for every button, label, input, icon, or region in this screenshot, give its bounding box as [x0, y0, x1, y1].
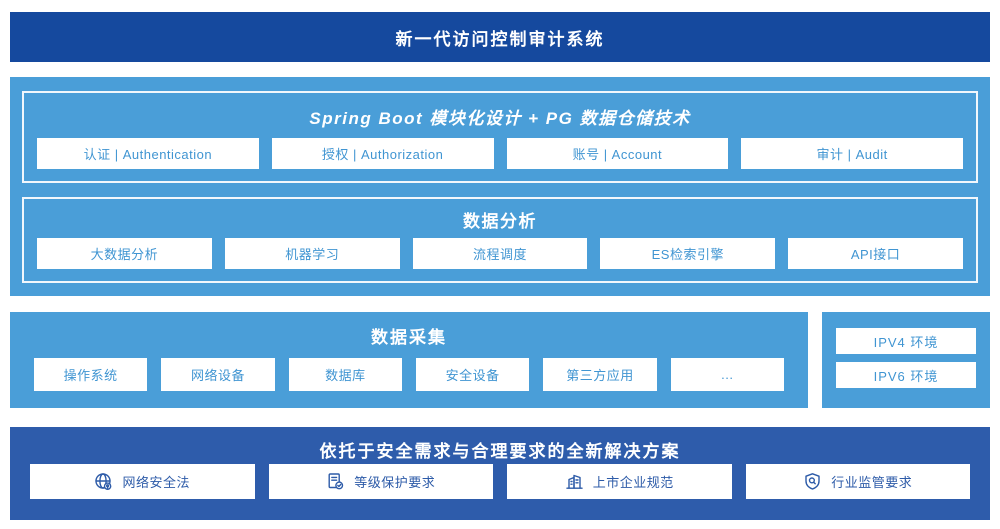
solution-item-label: 等级保护要求 — [354, 475, 436, 490]
system-title: 新一代访问控制审计系统 — [395, 29, 605, 49]
module-api-interface: API接口 — [788, 238, 963, 269]
solution-item-label: 网络安全法 — [122, 475, 190, 490]
data-collection-panel: 数据采集 操作系统 网络设备 数据库 安全设备 第三方应用 ... — [10, 312, 808, 408]
springboot-module-row: 认证 | Authentication 授权 | Authorization 账… — [24, 138, 976, 181]
data-analysis-module-row: 大数据分析 机器学习 流程调度 ES检索引擎 API接口 — [24, 238, 976, 281]
shield-magnifier-icon — [803, 472, 822, 491]
data-analysis-panel: 数据分析 大数据分析 机器学习 流程调度 ES检索引擎 API接口 — [22, 197, 978, 283]
globe-pin-icon — [94, 472, 113, 491]
ipv6-environment: IPV6 环境 — [836, 362, 976, 388]
system-title-banner: 新一代访问控制审计系统 — [10, 12, 990, 62]
solution-banner: 依托于安全需求与合理要求的全新解决方案 网络安全法 — [10, 427, 990, 520]
solution-industry-regulation: 行业监管要求 — [745, 464, 970, 499]
springboot-panel: Spring Boot 模块化设计 + PG 数据仓储技术 认证 | Authe… — [22, 91, 978, 184]
solution-listed-company-standard: 上市企业规范 — [507, 464, 732, 499]
solution-title: 依托于安全需求与合理要求的全新解决方案 — [319, 441, 681, 461]
collection-row: 数据采集 操作系统 网络设备 数据库 安全设备 第三方应用 ... IPV4 环… — [10, 312, 990, 408]
source-third-party-app: 第三方应用 — [543, 358, 657, 391]
module-audit: 审计 | Audit — [741, 138, 963, 170]
source-ellipsis: ... — [670, 358, 784, 391]
document-check-icon — [326, 472, 345, 491]
module-authorization: 授权 | Authorization — [271, 138, 494, 170]
source-database: 数据库 — [288, 358, 402, 391]
data-analysis-title: 数据分析 — [463, 212, 537, 232]
data-collection-title: 数据采集 — [371, 327, 447, 347]
module-authentication: 认证 | Authentication — [37, 138, 259, 170]
data-collection-source-row: 操作系统 网络设备 数据库 安全设备 第三方应用 ... — [34, 358, 784, 391]
source-security-device: 安全设备 — [415, 358, 530, 391]
module-bigdata-analysis: 大数据分析 — [37, 238, 212, 269]
source-network-device: 网络设备 — [161, 358, 275, 391]
module-flow-scheduling: 流程调度 — [412, 238, 588, 269]
module-account: 账号 | Account — [506, 138, 729, 170]
solution-item-label: 上市企业规范 — [592, 475, 674, 490]
module-machine-learning: 机器学习 — [224, 238, 400, 269]
springboot-panel-title: Spring Boot 模块化设计 + PG 数据仓储技术 — [309, 109, 691, 129]
ipv4-environment: IPV4 环境 — [836, 328, 976, 354]
source-operating-system: 操作系统 — [34, 358, 148, 391]
solution-cybersecurity-law: 网络安全法 — [30, 464, 255, 499]
solution-item-row: 网络安全法 等级保护要求 — [30, 464, 970, 499]
module-es-search-engine: ES检索引擎 — [600, 238, 776, 269]
solution-classified-protection: 等级保护要求 — [268, 464, 493, 499]
architecture-container: Spring Boot 模块化设计 + PG 数据仓储技术 认证 | Authe… — [10, 77, 990, 296]
building-icon — [565, 472, 584, 491]
solution-item-label: 行业监管要求 — [831, 475, 913, 490]
ipv-environment-panel: IPV4 环境 IPV6 环境 — [822, 312, 990, 408]
